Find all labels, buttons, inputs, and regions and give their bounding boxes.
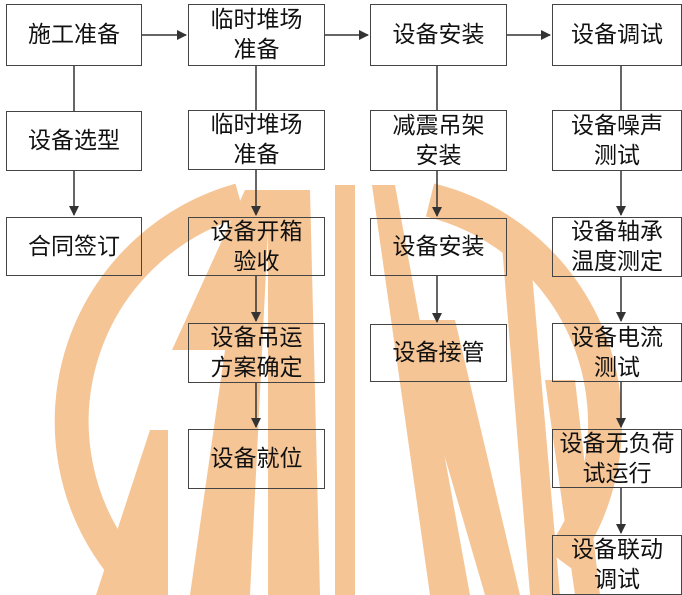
- step-unpacking-inspection: 设备开箱 验收: [188, 217, 325, 276]
- step-equipment-positioning: 设备就位: [188, 429, 325, 489]
- step-damping-hanger-install: 减震吊架 安装: [370, 110, 507, 171]
- step-equipment-selection: 设备选型: [6, 111, 142, 171]
- step-bearing-temp-test: 设备轴承 温度测定: [552, 217, 682, 277]
- step-equipment-installation-2: 设备安装: [370, 218, 507, 276]
- step-equipment-commissioning: 设备调试: [552, 4, 682, 66]
- step-construction-prep: 施工准备: [6, 4, 142, 66]
- step-current-test: 设备电流 测试: [552, 323, 682, 382]
- step-no-load-trial-run: 设备无负荷 试运行: [552, 429, 682, 488]
- step-equipment-installation: 设备安装: [370, 4, 507, 66]
- step-linkage-commissioning: 设备联动 调试: [552, 535, 682, 595]
- step-pipe-connection: 设备接管: [370, 324, 507, 382]
- step-contract-signing: 合同签订: [6, 217, 142, 276]
- step-noise-test: 设备噪声 测试: [552, 110, 682, 171]
- step-temp-storage-prep-2: 临时堆场 准备: [188, 110, 325, 170]
- step-lifting-plan: 设备吊运 方案确定: [188, 323, 325, 383]
- step-temp-storage-prep: 临时堆场 准备: [188, 4, 325, 66]
